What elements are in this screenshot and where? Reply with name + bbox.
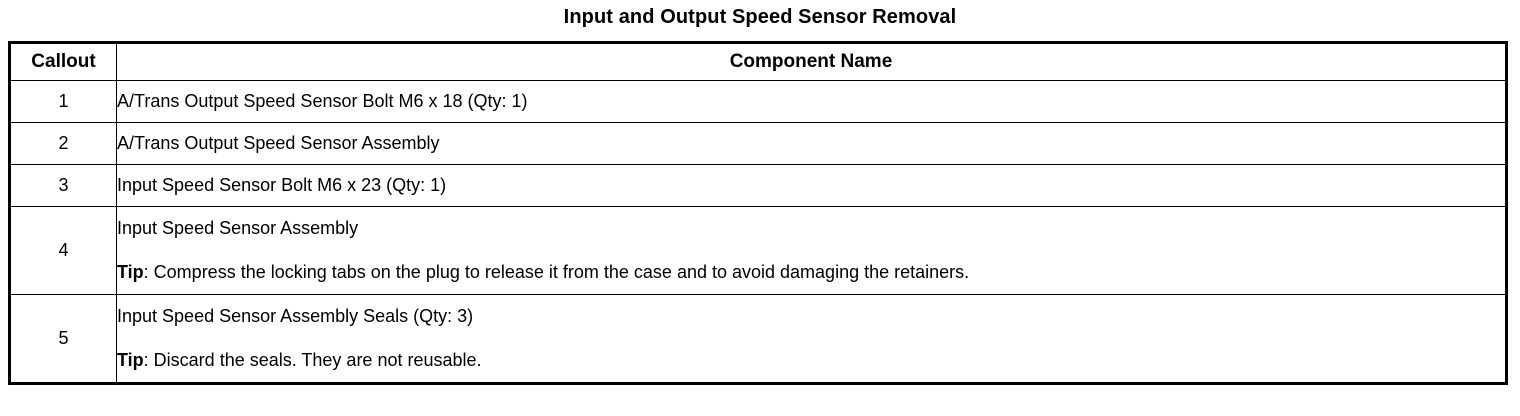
callout-number: 4 <box>9 206 117 295</box>
page-title: Input and Output Speed Sensor Removal <box>563 6 957 28</box>
column-header-component-name: Component Name <box>116 42 1507 81</box>
component-name: A/Trans Output Speed Sensor Assembly <box>116 122 1507 165</box>
tip-note: Tip: Discard the seals. They are not reu… <box>117 350 1505 371</box>
column-header-callout: Callout <box>9 42 117 81</box>
table-row: 4 Input Speed Sensor Assembly Tip: Compr… <box>9 206 1507 295</box>
table-row: 2 A/Trans Output Speed Sensor Assembly <box>9 122 1507 165</box>
parts-table: Callout Component Name 1 A/Trans Output … <box>8 41 1508 385</box>
callout-number: 2 <box>9 122 117 165</box>
tip-label: Tip <box>117 350 144 370</box>
table-row: 1 A/Trans Output Speed Sensor Bolt M6 x … <box>9 80 1507 123</box>
callout-number: 3 <box>9 164 117 207</box>
tip-text: : Compress the locking tabs on the plug … <box>143 262 970 282</box>
callout-number: 1 <box>9 80 117 123</box>
callout-number: 5 <box>9 294 117 384</box>
component-name-text: Input Speed Sensor Assembly <box>117 218 359 238</box>
table-row: 5 Input Speed Sensor Assembly Seals (Qty… <box>9 294 1507 384</box>
component-name: Input Speed Sensor Assembly Seals (Qty: … <box>116 294 1507 384</box>
tip-note: Tip: Compress the locking tabs on the pl… <box>117 262 1505 283</box>
tip-label: Tip <box>117 262 144 282</box>
component-name: A/Trans Output Speed Sensor Bolt M6 x 18… <box>116 80 1507 123</box>
tip-text: : Discard the seals. They are not reusab… <box>143 350 482 370</box>
table-body: 1 A/Trans Output Speed Sensor Bolt M6 x … <box>9 80 1507 384</box>
table-header-row: Callout Component Name <box>9 42 1507 81</box>
component-name: Input Speed Sensor Assembly Tip: Compres… <box>116 206 1507 295</box>
component-name-text: Input Speed Sensor Assembly Seals (Qty: … <box>117 306 474 326</box>
component-name: Input Speed Sensor Bolt M6 x 23 (Qty: 1) <box>116 164 1507 207</box>
table-row: 3 Input Speed Sensor Bolt M6 x 23 (Qty: … <box>9 164 1507 207</box>
